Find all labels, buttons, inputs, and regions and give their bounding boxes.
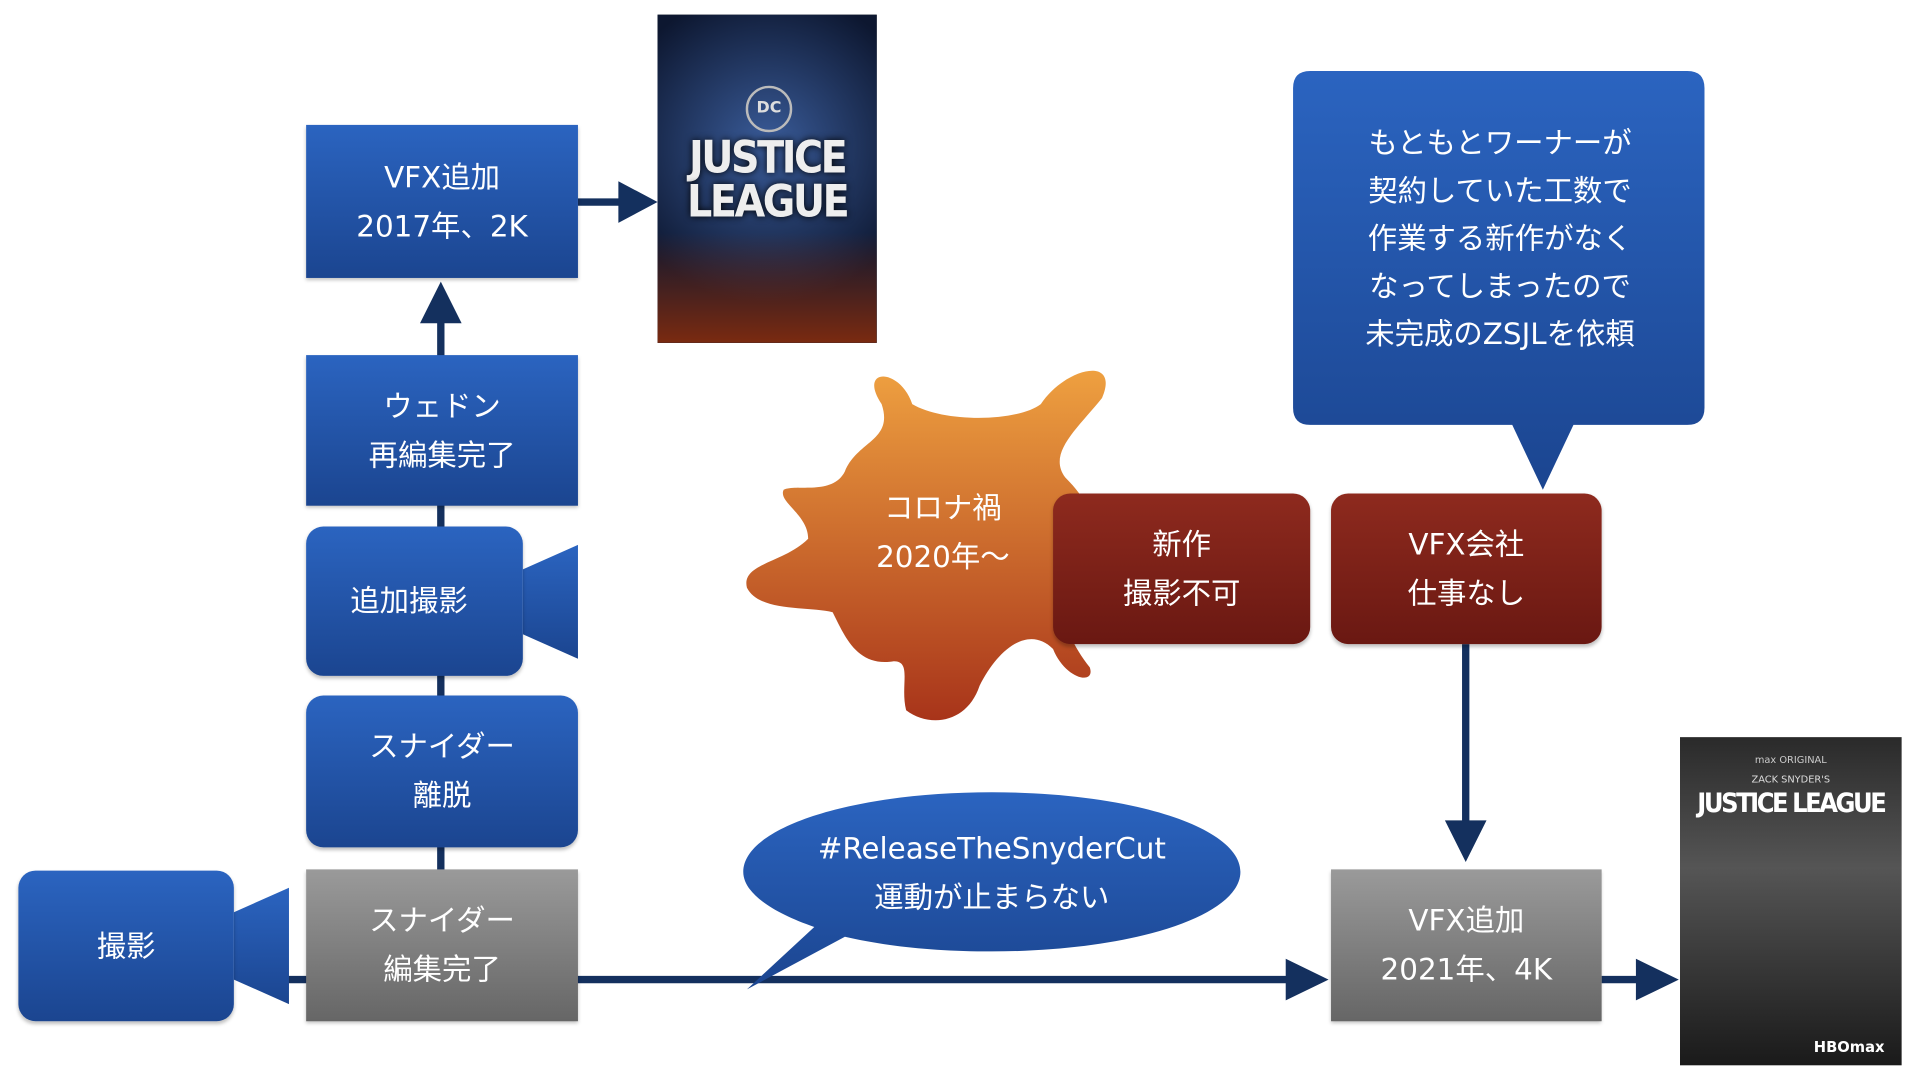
snyder-leave-node: スナイダー 離脱 [306,695,578,848]
poster-logo: JUSTICE LEAGUE [687,133,850,228]
shoot-camera-node: 撮影 [18,870,234,1022]
arrow-right-head [618,181,658,223]
reshoot-camera-node: 追加撮影 [306,526,523,676]
dc-logo: DC [745,85,793,133]
warner-callout-shape [1293,71,1705,490]
arrow-timeline-head [1285,958,1329,1001]
arrow-final-head [1635,958,1679,1001]
poster-sub-text: ZACK SNYDER'S [1751,773,1831,785]
corona-splat-shape [746,370,1106,721]
camera-lens-icon [233,887,289,1005]
camera-lens-icon [522,544,578,659]
hbomax-logo: HBOmax [1813,1038,1885,1056]
whedon-reedit-node: ウェドン 再編集完了 [306,355,578,506]
movement-speech-bubble [743,792,1241,990]
arrow-down-head [1444,820,1487,863]
poster-logo: JUSTICE LEAGUE [1697,788,1887,820]
vfx-2021-node: VFX追加 2021年、4K [1331,869,1602,1022]
corona-label: コロナ禍 2020年〜 [876,491,1010,575]
warner-callout-text: もともとワーナーが 契約していた工数で 作業する新作がなく なってしまったので … [1365,126,1635,352]
no-new-shoot-node: 新作 撮影不可 [1053,493,1311,645]
poster-top-text: max ORIGINAL [1754,754,1827,766]
arrow-up-head [420,281,462,324]
movement-callout-text: #ReleaseTheSnyderCut 運動が止まらない [817,831,1166,915]
vfx-no-work-node: VFX会社 仕事なし [1331,493,1602,645]
justice-league-2017-poster: DC JUSTICE LEAGUE [657,14,877,343]
snyder-edit-node: スナイダー 編集完了 [306,869,578,1022]
zack-snyders-justice-league-poster: max ORIGINAL ZACK SNYDER'S JUSTICE LEAGU… [1680,737,1902,1066]
vfx-2017-node: VFX追加 2017年、2K [306,124,578,278]
